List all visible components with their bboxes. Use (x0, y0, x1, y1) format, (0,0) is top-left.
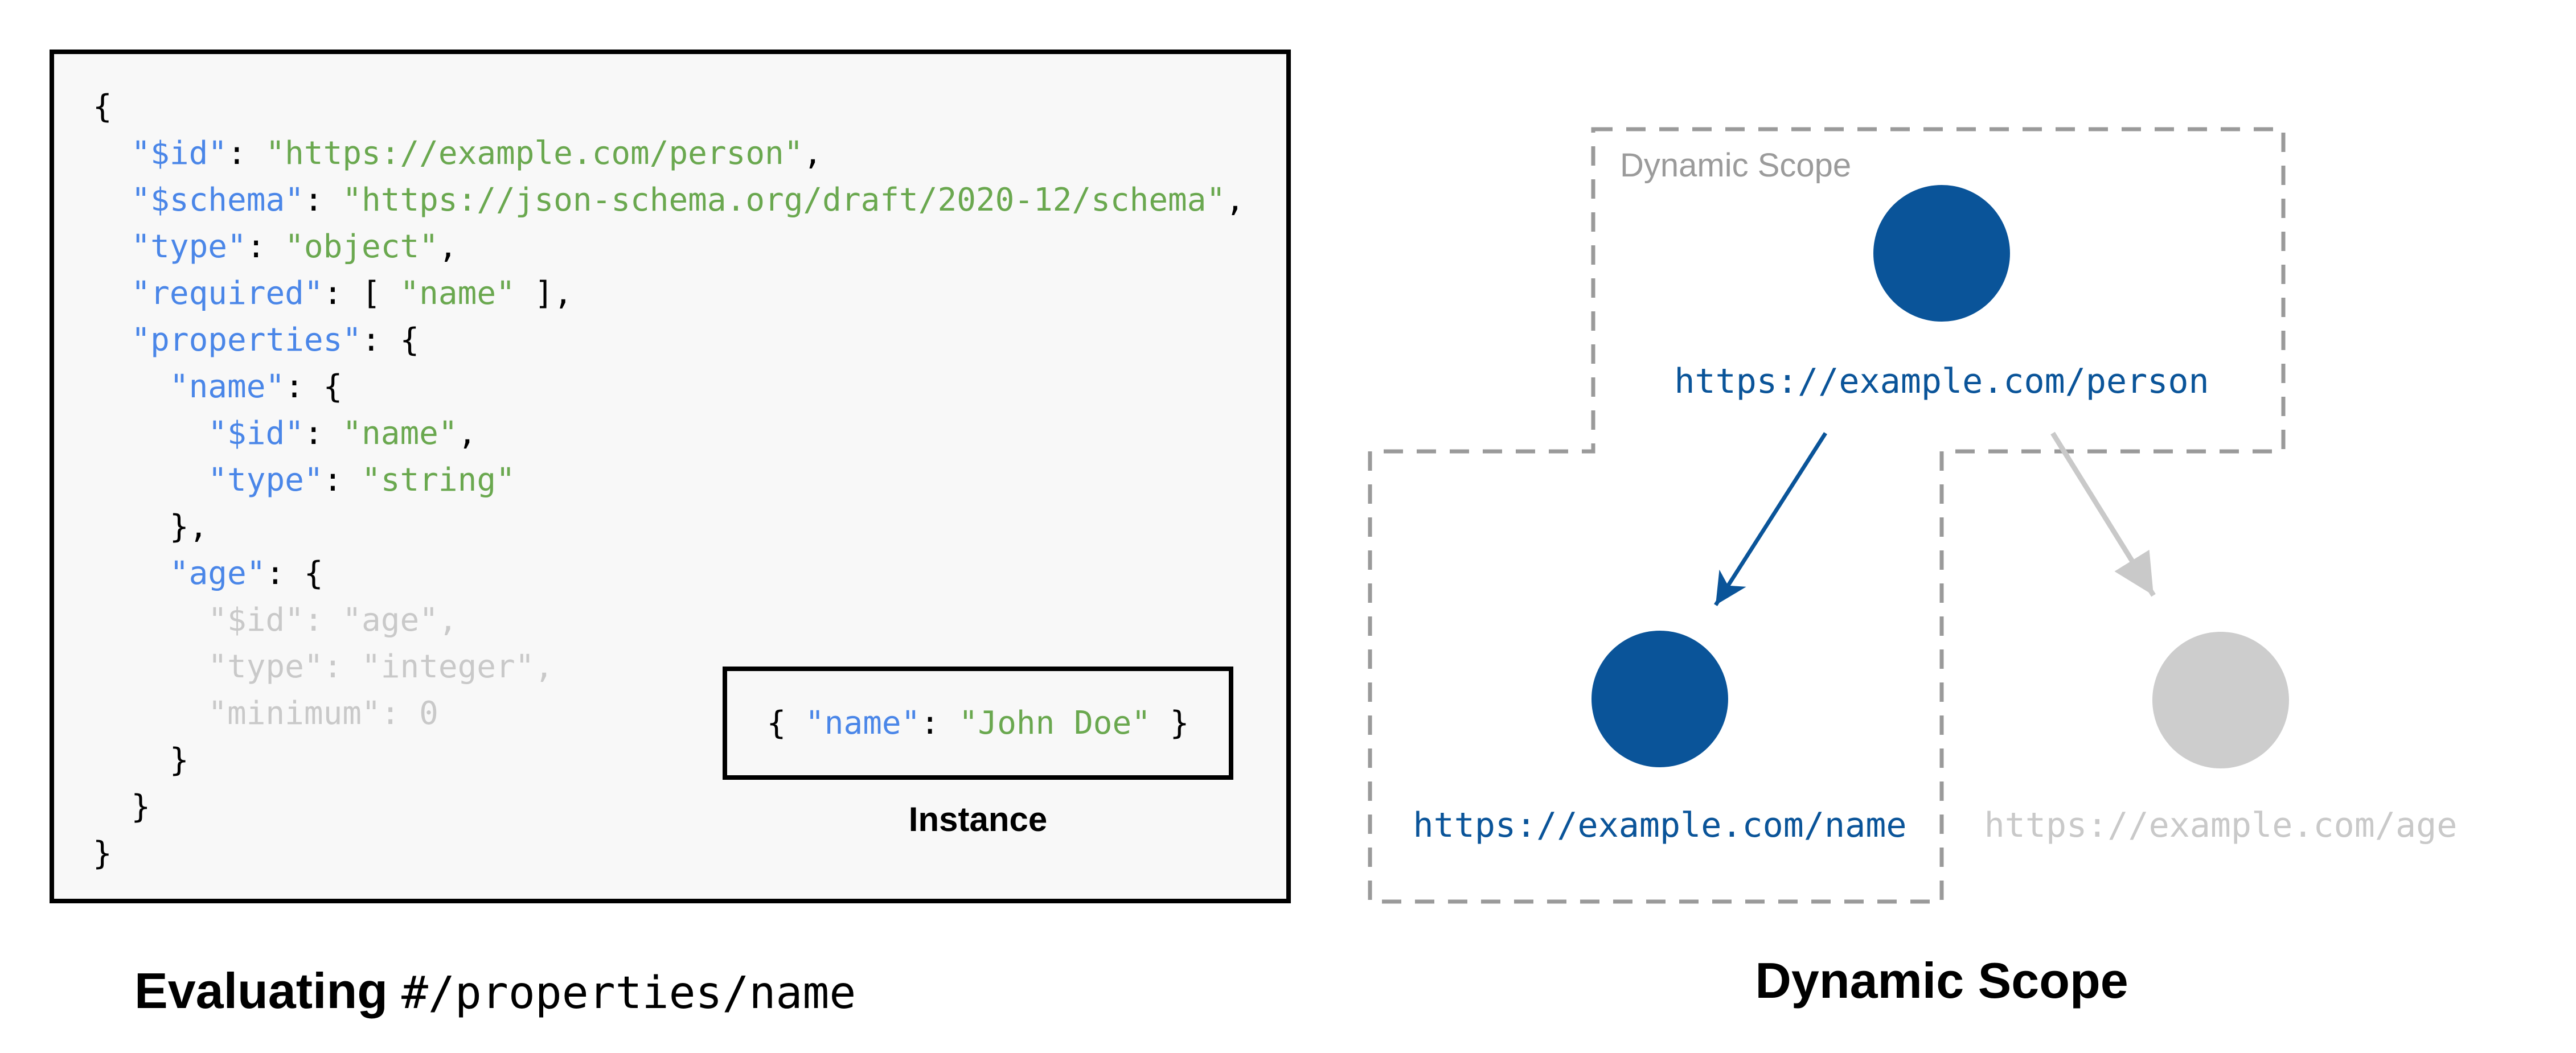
code-line: "$id": "age", (93, 597, 1245, 644)
node-person-label: https://example.com/person (1674, 361, 2209, 401)
code-token: "name" (400, 275, 515, 312)
code-line: "type": "string" (93, 457, 1245, 504)
code-token (93, 182, 131, 219)
code-token: : (303, 182, 343, 219)
code-token: { (93, 88, 112, 125)
code-token: "properties" (131, 322, 362, 359)
code-token: "type": "integer", (93, 648, 554, 685)
code-token: "name" (169, 368, 285, 405)
code-token: , (803, 135, 823, 172)
code-token: "age" (169, 555, 266, 592)
code-token: "$id": "age", (93, 602, 458, 639)
code-token: "https://json-schema.org/draft/2020-12/s… (342, 182, 1226, 219)
code-line: "required": [ "name" ], (93, 270, 1245, 317)
code-token: : (246, 228, 285, 265)
dynamic-scope-outline (1368, 127, 2286, 904)
code-line: } (93, 784, 1245, 830)
arrow-person-to-name (1714, 432, 1827, 606)
code-line: "$id": "name", (93, 410, 1245, 457)
code-line: "type": "integer", (93, 644, 1245, 690)
code-line: "properties": { (93, 317, 1245, 364)
code-token (93, 415, 208, 452)
code-token: : (303, 415, 343, 452)
instance-label: Instance (908, 800, 1048, 838)
code-token (93, 135, 131, 172)
code-token: "$schema" (131, 182, 304, 219)
code-line: "$id": "https://example.com/person", (93, 130, 1245, 177)
code-token: : { (285, 368, 343, 405)
code-token: : [ (323, 275, 400, 312)
code-line: } (93, 737, 1245, 784)
code-token: "required" (131, 275, 323, 312)
code-token: } (93, 742, 189, 779)
code-token: "https://example.com/person" (265, 135, 803, 172)
left-caption-pointer: #/properties/name (401, 968, 856, 1019)
code-token: : (227, 135, 266, 172)
code-token (93, 555, 170, 592)
arrow-person-to-age (2050, 431, 2156, 597)
code-token (93, 322, 131, 359)
code-token: } (93, 835, 112, 872)
code-token: ], (515, 275, 573, 312)
code-token: }, (93, 508, 208, 545)
instance-box: { "name": "John Doe" } (723, 667, 1233, 780)
right-caption: Dynamic Scope (1755, 952, 2128, 1009)
code-token (93, 368, 170, 405)
code-line: } (93, 830, 1245, 877)
code-line: "$schema": "https://json-schema.org/draf… (93, 177, 1245, 224)
code-token: : (323, 462, 362, 499)
code-token: "$id" (131, 135, 228, 172)
left-caption-bold: Evaluating (134, 962, 388, 1019)
code-line: "type": "object", (93, 224, 1245, 270)
code-token: "object" (285, 228, 438, 265)
node-age (2152, 632, 2289, 768)
code-line: "name": { (93, 364, 1245, 410)
code-token (93, 228, 131, 265)
node-person (1873, 185, 2010, 322)
node-name (1591, 631, 1728, 767)
code-token: "name" (342, 415, 458, 452)
code-line: }, (93, 504, 1245, 550)
dynamic-scope-inline-label: Dynamic Scope (1620, 147, 1851, 184)
code-token: : { (362, 322, 420, 359)
code-line: "minimum": 0 (93, 690, 1245, 737)
code-token: "type" (131, 228, 247, 265)
node-age-label: https://example.com/age (1984, 805, 2458, 845)
code-token: "name" (805, 705, 921, 742)
code-token (93, 275, 131, 312)
code-token: "type" (208, 462, 323, 499)
code-token: "$id" (208, 415, 304, 452)
code-token: : (920, 705, 959, 742)
code-token: "John Doe" (958, 705, 1151, 742)
code-token: , (438, 228, 458, 265)
code-line: { (93, 84, 1245, 130)
code-token: : { (265, 555, 323, 592)
schema-code-box: { "$id": "https://example.com/person", "… (50, 50, 1291, 903)
code-token: } (93, 788, 151, 825)
code-token: } (1150, 705, 1189, 742)
node-name-label: https://example.com/name (1413, 805, 1907, 845)
code-token: "string" (362, 462, 515, 499)
instance-code: { "name": "John Doe" } (767, 705, 1189, 742)
code-token: { (766, 705, 806, 742)
schema-code: { "$id": "https://example.com/person", "… (93, 84, 1245, 877)
code-line: "age": { (93, 550, 1245, 597)
left-caption: Evaluating #/properties/name (125, 952, 856, 1030)
code-token: , (1225, 182, 1245, 219)
code-token: , (457, 415, 477, 452)
code-token (93, 462, 208, 499)
code-token: "minimum": 0 (93, 695, 438, 732)
